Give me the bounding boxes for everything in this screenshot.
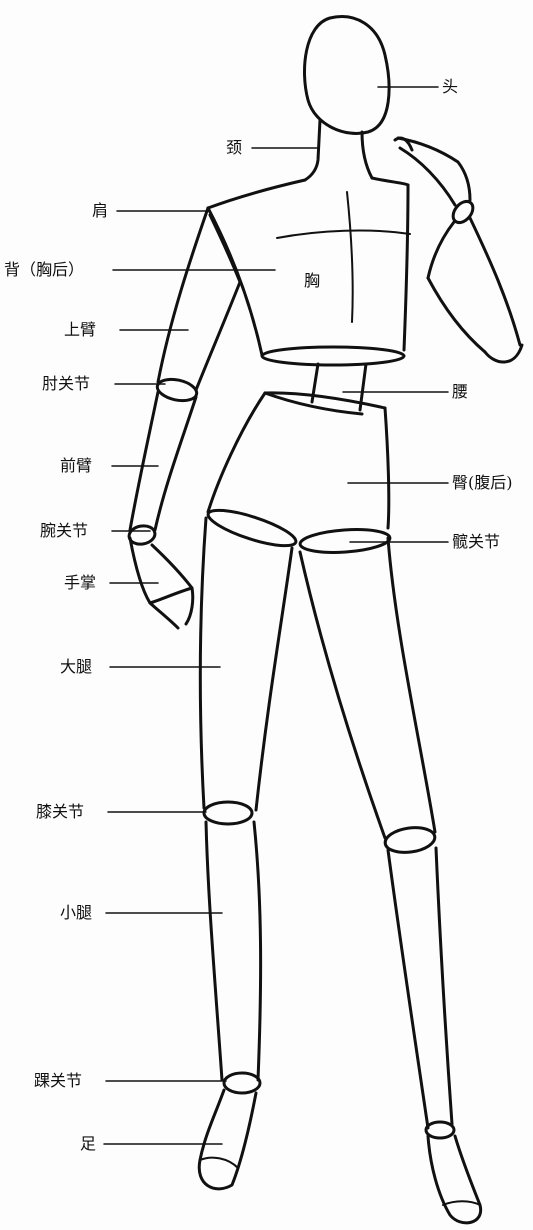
raised-upper-arm-outer [468,216,522,347]
chest-bottom [260,345,406,367]
forearm-inner [153,395,198,532]
label-elbow-joint: 肘关节 [42,374,91,393]
label-chest: 胸 [304,271,321,290]
hip-joint-right [298,528,392,554]
label-hip-joint: 髋关节 [452,532,501,551]
neck-outline-right [360,130,374,180]
raised-arm-shoulder [426,220,456,280]
calf-left-inner [252,820,263,1082]
calf-right-inner [386,848,430,1130]
label-hip: 臀(腹后) [452,473,513,492]
label-thigh: 大腿 [60,657,93,676]
torso-right [402,183,410,352]
pelvis-left [206,391,267,514]
forearm-outer [128,390,160,532]
upper-arm-outer [156,206,210,384]
label-shoulder: 肩 [92,201,109,220]
pelvis-top [263,391,387,410]
pelvis-right [383,406,391,530]
foot-right [426,1134,483,1225]
label-knee-joint: 膝关节 [36,802,85,821]
knee-joint-right [383,826,437,854]
label-head: 头 [442,77,459,96]
ankle-joint-left [222,1071,262,1095]
shoulder-line-right [370,176,410,187]
label-waist: 腰 [452,382,469,401]
label-ankle-joint: 踝关节 [34,1071,83,1090]
label-upper-arm: 上臂 [64,320,97,339]
label-palm: 手掌 [64,573,97,592]
foot-right-toe [442,1200,481,1206]
label-back: 背（胸后） [4,260,85,279]
thigh-left-inner [254,546,294,812]
calf-left-outer [204,820,224,1082]
calf-right-outer [434,846,454,1126]
pelvis-top-lower [263,391,364,416]
elbow-joint [155,377,199,403]
foot-left-toe [199,1156,239,1169]
raised-upper-arm-inner [426,276,487,354]
knee-joint-left [202,800,254,826]
raised-forearm [398,146,457,207]
foot-left [197,1088,258,1191]
palm-finger [148,601,180,630]
label-neck: 颈 [226,138,243,157]
upper-arm-inner-lower [194,280,242,392]
chest-line-vertical [346,191,354,323]
thigh-right-outer [386,536,437,834]
chest-line-horizontal [276,229,411,239]
head-outline [302,15,391,135]
label-wrist-joint: 腕关节 [40,521,89,540]
palm-inner [150,543,195,626]
label-foot: 足 [80,1134,97,1153]
label-forearm: 前臂 [60,456,93,475]
thigh-left-outer [198,516,208,810]
label-calf: 小腿 [60,903,93,922]
shoulder-line-left [206,178,307,210]
hip-joint-left [206,508,298,548]
thigh-right-inner [298,550,387,840]
raised-arm-end [483,343,524,364]
palm-outer [128,536,194,605]
raised-forearm-top [396,136,472,202]
neck-outline [303,118,322,182]
ankle-joint-right [424,1120,456,1140]
upper-arm-inner [208,213,242,284]
